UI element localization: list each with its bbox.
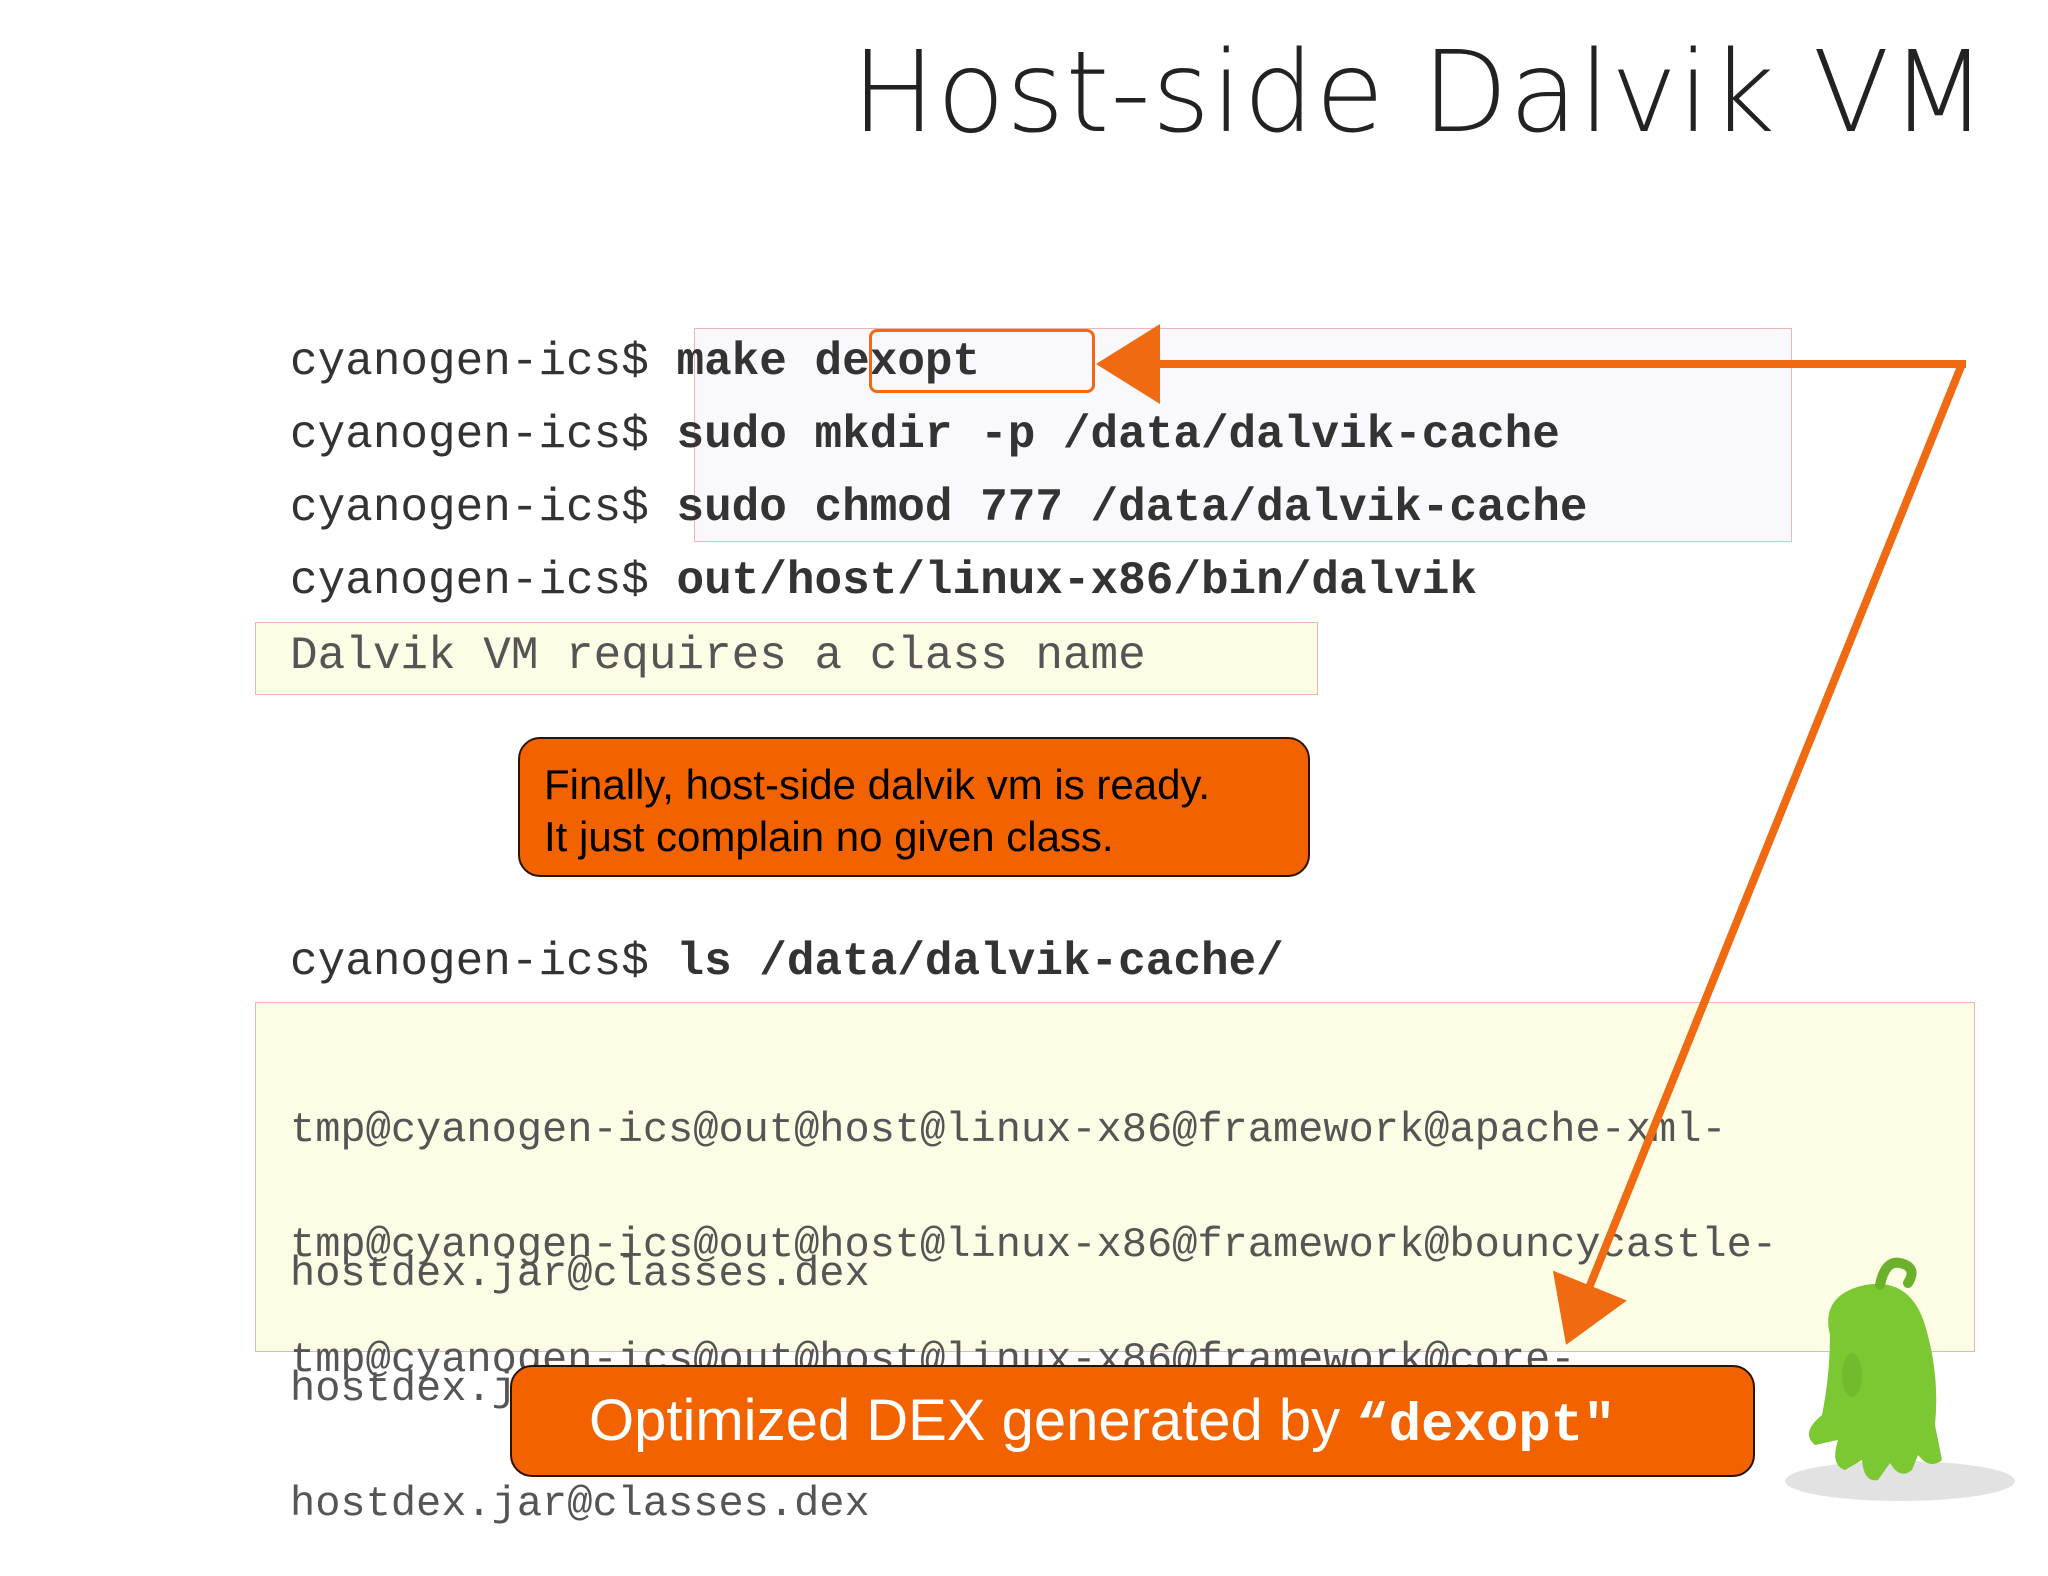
ls-entry: tmp@cyanogen-ics@out@host@linux-x86@fram… [290,1010,1727,1346]
callout-text: Optimized DEX generated by [589,1388,1357,1453]
ls-entry-line: tmp@cyanogen-ics@out@host@linux-x86@fram… [290,1106,1727,1154]
android-mascot-icon [1785,1257,2015,1501]
prompt: cyanogen-ics$ [290,336,649,388]
command-text: sudo mkdir -p /data/dalvik-cache [676,409,1560,461]
error-output: Dalvik VM requires a class name [290,630,1146,682]
ls-entry-line: hostdex.jar@classes.dex [290,1250,870,1298]
prompt: cyanogen-ics$ [290,555,649,607]
ls-command-line: cyanogen-ics$ ls /data/dalvik-cache/ [290,934,1284,990]
prompt: cyanogen-ics$ [290,936,649,988]
ls-entry-line: hostdex.jar@classes.dex [290,1480,870,1528]
command-text: sudo chmod 777 /data/dalvik-cache [676,482,1588,534]
dexopt-highlight-frame [869,329,1095,393]
arrow-to-output [1552,362,1966,1345]
command-text: ls /data/dalvik-cache/ [676,936,1284,988]
ls-entry-line: tmp@cyanogen-ics@out@host@linux-x86@fram… [290,1221,1778,1269]
dexopt-quoted: “dexopt" [1356,1396,1616,1457]
terminal-line: cyanogen-ics$ sudo mkdir -p /data/dalvik… [290,407,1560,463]
terminal-line: cyanogen-ics$ make dexopt [290,334,980,390]
error-output-box [255,622,1318,695]
terminal-line: cyanogen-ics$ out/host/linux-x86/bin/dal… [290,553,1477,609]
callout-line: Finally, host-side dalvik vm is ready. [544,761,1210,808]
dexopt-keyword: dexopt [814,336,981,388]
prompt: cyanogen-ics$ [290,409,649,461]
optimized-dex-callout: Optimized DEX generated by “dexopt" [510,1365,1755,1477]
ready-callout: Finally, host-side dalvik vm is ready. I… [518,737,1310,877]
slide-title: Host-side Dalvik VM [851,28,1988,158]
command-text: make [676,336,815,388]
command-text: out/host/linux-x86/bin/dalvik [676,555,1477,607]
callout-line: It just complain no given class. [544,813,1114,860]
arrows-overlay [1096,324,1966,1345]
terminal-line: cyanogen-ics$ sudo chmod 777 /data/dalvi… [290,480,1587,536]
prompt: cyanogen-ics$ [290,482,649,534]
ls-output-box [255,1002,1975,1352]
